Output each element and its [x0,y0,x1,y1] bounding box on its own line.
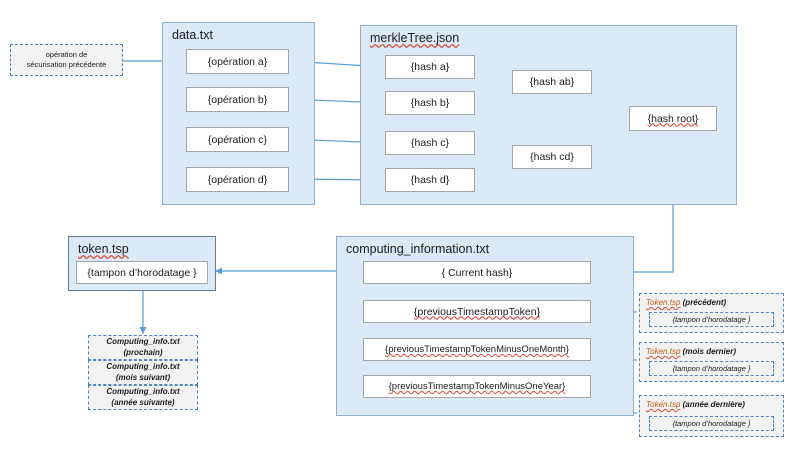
previous-operation-line2: sécurisation précédente [26,60,107,69]
hash-ab-box: {hash ab} [512,70,592,94]
hash-a-box: {hash a} [385,55,475,79]
previous-timestamp-token-box: {previousTimestampToken} [363,300,591,323]
computing-info-next-line1: Computing_info.txt [106,336,180,346]
token-previous-qualifier: (précédent) [682,298,727,307]
hash-d-box: {hash d} [385,168,475,192]
previous-timestamp-token-minus-one-month-label: {previousTimestampTokenMinusOneMonth} [385,344,569,355]
merkle-tree-title-text: merkleTree.json [370,31,460,45]
hash-root-box: {hash root} [629,106,717,131]
token-tsp-title: token.tsp [78,242,129,256]
operation-d-box: {opération d} [186,167,289,192]
computing-info-next-month-line2: (mois suivant) [115,372,171,382]
computing-info-next-line2: (prochain) [123,347,163,357]
hash-b-box: {hash b} [385,91,475,115]
previous-timestamp-token-label: {previousTimestampToken} [413,305,541,318]
computing-info-next-year-box: Computing_info.txt (année suivante) [88,385,198,410]
computing-info-next-year-line2: (année suivante) [111,397,175,407]
current-hash-label: { Current hash} [441,266,513,279]
token-last-month-qualifier: (mois dernier) [682,347,736,356]
token-last-year-title: Token.tsp (année dernière) [646,400,745,409]
token-last-month-title: Token.tsp (mois dernier) [646,347,736,356]
token-last-month-filename: Token.tsp [646,347,681,356]
token-last-year-qualifier: (année dernière) [682,400,745,409]
previous-timestamp-token-minus-one-month-box: {previousTimestampTokenMinusOneMonth} [363,338,591,361]
token-previous-stamp: {tampon d’horodatage } [649,312,774,327]
operation-b-box: {opération b} [186,87,289,112]
token-last-month-stamp: {tampon d’horodatage } [649,361,774,376]
token-previous-group: Token.tsp (précédent) {tampon d’horodata… [639,293,784,333]
computing-info-next-month-line1: Computing_info.txt [106,361,180,371]
operation-c-box: {opération c} [186,127,289,152]
previous-operation-line1: opération de [45,49,88,59]
token-last-year-group: Token.tsp (année dernière) {tampon d’hor… [639,395,784,437]
previous-operation-box: opération de sécurisation précédente [10,44,123,76]
hash-root-label: {hash root} [647,112,699,125]
previous-timestamp-token-minus-one-year-box: {previousTimestampTokenMinusOneYear} [363,375,591,398]
token-last-year-filename: Token.tsp [646,400,681,409]
token-tsp-title-text: token.tsp [78,242,129,256]
computing-info-next-month-box: Computing_info.txt (mois suivant) [88,360,198,385]
computing-info-next-year-line1: Computing_info.txt [106,386,180,396]
token-stamp-box: {tampon d’horodatage } [76,261,208,284]
computing-info-next-box: Computing_info.txt (prochain) [88,335,198,360]
hash-c-box: {hash c} [385,131,475,155]
token-previous-title: Token.tsp (précédent) [646,298,726,307]
computing-information-title: computing_information.txt [346,242,490,256]
previous-timestamp-token-minus-one-year-label: {previousTimestampTokenMinusOneYear} [388,381,566,392]
token-previous-filename: Token.tsp [646,298,681,307]
hash-cd-box: {hash cd} [512,145,592,169]
current-hash-box: { Current hash} [363,261,591,284]
token-last-year-stamp: {tampon d’horodatage } [649,416,774,431]
data-txt-title: data.txt [172,28,213,42]
operation-a-box: {opération a} [186,49,289,74]
merkle-tree-title: merkleTree.json [370,31,459,45]
token-last-month-group: Token.tsp (mois dernier) {tampon d’horod… [639,342,784,382]
